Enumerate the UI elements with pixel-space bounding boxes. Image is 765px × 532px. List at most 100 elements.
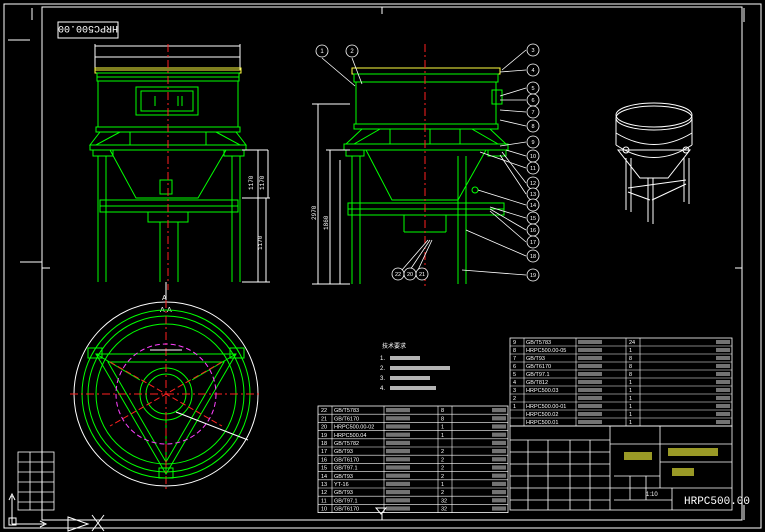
- table-cell-name: [578, 380, 602, 384]
- svg-text:1860: 1860: [323, 215, 330, 230]
- table-cell-name: [578, 340, 602, 344]
- technical-notes: 技术要求 1. 2. 3. 4.: [380, 342, 450, 392]
- table-cell-note: [716, 380, 730, 384]
- table-cell-code: GB/T93: [334, 490, 353, 496]
- table-cell-code: HRPC500.00-02: [334, 425, 374, 431]
- table-cell-note: [492, 465, 506, 470]
- table-cell-qty: 1: [441, 425, 444, 431]
- balloon-11-circle: [526, 161, 540, 175]
- table-cell-name: [578, 388, 602, 392]
- table-cell-qty: 1: [629, 348, 632, 354]
- table-cell-code: GB/T93: [334, 474, 353, 480]
- svg-text:2970: 2970: [311, 205, 318, 220]
- balloon-6: 6: [531, 98, 534, 104]
- table-cell-qty: 32: [441, 498, 447, 504]
- tech-note-1: 1.: [380, 356, 385, 362]
- balloon-18-circle: [526, 249, 540, 263]
- cursor-crosshair-icon: [67, 507, 388, 532]
- title-block-scale: 1:10: [646, 492, 658, 498]
- title-block: [509, 425, 733, 511]
- drawing-number-mirrored: HRPC500.00: [58, 22, 118, 33]
- table-cell-no: 14: [321, 474, 327, 480]
- title-block-text: 1:10 HRPC500.00: [624, 448, 750, 508]
- table-cell-no: 13: [321, 482, 327, 488]
- balloon-2: 2: [350, 49, 354, 55]
- balloon-16: 16: [530, 228, 536, 234]
- table-cell-qty: 32: [441, 507, 447, 513]
- table-cell-qty: 8: [441, 408, 444, 414]
- balloon-20: 20: [407, 272, 413, 278]
- table-cell-name: [386, 465, 410, 470]
- section-label: A: [162, 295, 167, 302]
- table-cell-qty: 8: [629, 364, 632, 370]
- table-cell-qty: 8: [629, 356, 632, 362]
- table-cell-no: 8: [513, 348, 516, 354]
- balloon-13: 13: [530, 192, 536, 198]
- table-cell-qty: 24: [629, 340, 635, 346]
- table-cell-code: GB/T6170: [526, 364, 551, 370]
- balloon-19: 19: [530, 273, 536, 279]
- table-cell-note: [492, 498, 506, 503]
- balloon-11: 11: [530, 166, 536, 172]
- table-cell-code: GB/T97.1: [334, 498, 358, 504]
- balloon-5: 5: [531, 86, 534, 92]
- isometric-view: [615, 102, 693, 224]
- table-cell-code: GB/T5783: [334, 408, 359, 414]
- table-cell-no: 9: [513, 340, 516, 346]
- table-cell-qty: 8: [441, 416, 444, 422]
- balloon-leaders: [321, 49, 527, 276]
- table-cell-note: [716, 364, 730, 368]
- table-cell-name: [578, 412, 602, 416]
- sheet-frame: [3, 3, 762, 529]
- table-cell-qty: 1: [629, 380, 632, 386]
- table-cell-no: 10: [321, 507, 327, 513]
- ucs-icon: [8, 492, 48, 528]
- table-cell-qty: 1: [629, 412, 632, 418]
- balloon-4: 4: [531, 68, 534, 74]
- table-cell-no: 2: [513, 396, 516, 402]
- balloon-18: 18: [530, 254, 536, 260]
- table-cell-code: GB/T93: [334, 449, 353, 455]
- table-cell-code: GB/T6170: [334, 457, 359, 463]
- table-cell-note: [492, 416, 506, 421]
- balloon-1: 1: [320, 49, 324, 55]
- table-cell-code: GB/T812: [526, 380, 548, 386]
- table-cell-no: 19: [321, 433, 327, 439]
- title-block-drawing-number: HRPC500.00: [684, 496, 750, 508]
- table-cell-name: [386, 416, 410, 421]
- table-cell-no: 3: [513, 388, 516, 394]
- tech-notes-title: 技术要求: [382, 342, 406, 350]
- table-cell-name: [386, 432, 410, 437]
- table-cell-no: 20: [321, 425, 327, 431]
- table-cell-note: [492, 457, 506, 462]
- balloon-14: 14: [530, 203, 536, 209]
- table-cell-note: [492, 408, 506, 413]
- table-cell-no: 11: [321, 498, 327, 504]
- table-cell-code: GB/T93: [526, 356, 545, 362]
- table-cell-no: 22: [321, 408, 327, 414]
- balloon-21: 21: [419, 272, 425, 278]
- table-cell-note: [492, 424, 506, 429]
- table-cell-note: [492, 449, 506, 454]
- table-cell-code: YT-16: [334, 482, 349, 488]
- table-cell-code: HRPC500.03: [526, 388, 558, 394]
- table-cell-note: [716, 348, 730, 352]
- table-cell-note: [492, 490, 506, 495]
- table-cell-no: 12: [321, 490, 327, 496]
- table-cell-code: HRPC500.00-01: [526, 404, 566, 410]
- table-cell-name: [386, 498, 410, 503]
- table-cell-name: [386, 481, 410, 486]
- balloon-9-circle: [526, 135, 540, 149]
- revision-table: [17, 451, 55, 511]
- balloon-4-circle: [526, 63, 540, 77]
- table-cell-name: [386, 449, 410, 454]
- table-cell-qty: 1: [441, 482, 444, 488]
- balloons-left: 1 2: [315, 44, 359, 58]
- table-cell-qty: 2: [441, 466, 444, 472]
- table-cell-no: 18: [321, 441, 327, 447]
- balloon-8: 8: [531, 124, 534, 130]
